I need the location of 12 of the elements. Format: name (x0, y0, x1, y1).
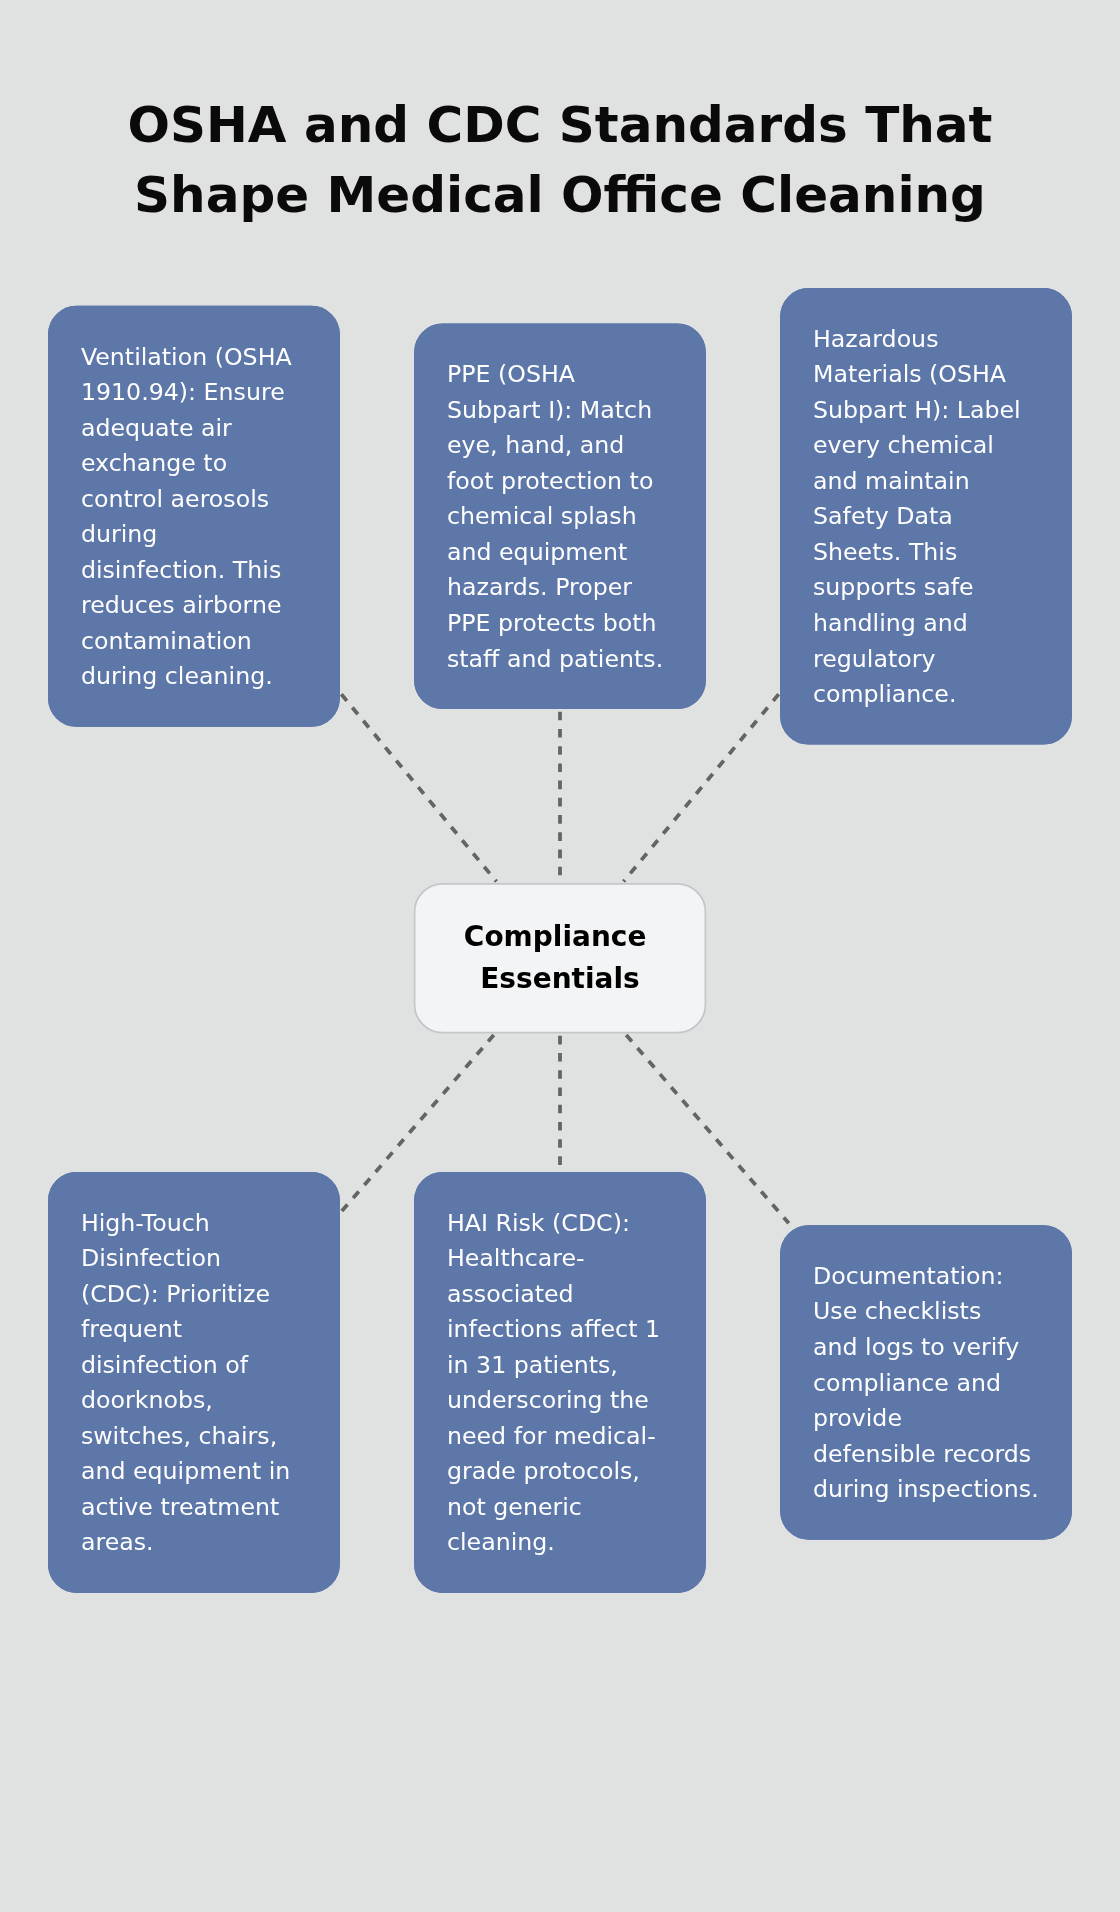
topic-box: Hazardous Materials (OSHA Subpart H): Label every chemical and maintain Safety Data Sheets. This supports safe handling and regulatory compliance. (780, 288, 1072, 745)
dashed-connector (340, 1033, 496, 1213)
diagram-title: OSHA and CDC Standards That Shape Medical Office Cleaning (126, 95, 994, 226)
topic-box: Documentation: Use checklists and logs to verify compliance and provide defensible records during inspections. (780, 1225, 1072, 1540)
topic-box: PPE (OSHA Subpart I): Match eye, hand, and foot protection to chemical splash and equipment hazards. Proper PPE protects both staff and patients. (414, 323, 706, 710)
topic-box: High-Touch Disinfection (CDC): Prioritize frequent disinfection of doorknobs, switches, chairs, and equipment in active treatment areas. (48, 1171, 340, 1593)
topic-box: Ventilation (OSHA 1910.94): Ensure adequate air exchange to control aerosols during disinfection. This reduces airborne contamination during cleaning. (48, 305, 340, 727)
hub-box: Compliance Essentials (413, 883, 707, 1034)
dashed-connector (624, 1033, 791, 1225)
dashed-connector (339, 693, 498, 883)
topic-box: HAI Risk (CDC): Healthcare-associated infections affect 1 in 31 patients, underscoring the need for medical-grade protocols, not generic cleaning. (414, 1171, 706, 1593)
dashed-connector (622, 693, 781, 883)
